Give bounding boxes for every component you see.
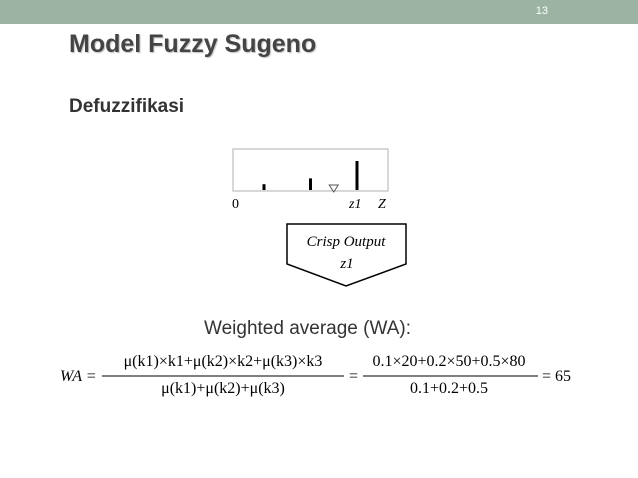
slide-number: 13 [535, 5, 548, 17]
slide-subtitle: Defuzzifikasi [69, 96, 185, 117]
axis-origin-label: 0 [232, 197, 239, 212]
singleton-spike-1 [262, 184, 266, 190]
formula-equals: = [349, 368, 358, 385]
formula-lhs: WA = [60, 368, 97, 385]
crisp-output-variable: z1 [339, 256, 353, 272]
singleton-spike-2 [309, 178, 312, 190]
marker-label: z1 [348, 197, 361, 212]
formula-result: = 65 [542, 368, 571, 385]
crisp-output-box [286, 223, 407, 287]
singleton-spikes [262, 161, 359, 190]
crisp-output-marker [328, 184, 340, 193]
crisp-output-label: Crisp Output [307, 234, 387, 250]
formula-denominator-numeric: 0.1+0.2+0.5 [410, 380, 488, 397]
singleton-spike-3 [355, 161, 359, 190]
slide-header-bar: 13 [0, 0, 638, 24]
weighted-average-heading: Weighted average (WA): [204, 318, 411, 339]
slide-title: Model Fuzzy Sugeno [69, 30, 317, 58]
axis-end-label: Z [378, 197, 386, 212]
formula-denominator-symbolic: μ(k1)+μ(k2)+μ(k3) [161, 380, 285, 397]
plot-frame [232, 148, 389, 192]
formula-numerator-numeric: 0.1×20+0.2×50+0.5×80 [372, 353, 525, 370]
formula-numerator-symbolic: μ(k1)×k1+μ(k2)×k2+μ(k3)×k3 [124, 353, 323, 370]
